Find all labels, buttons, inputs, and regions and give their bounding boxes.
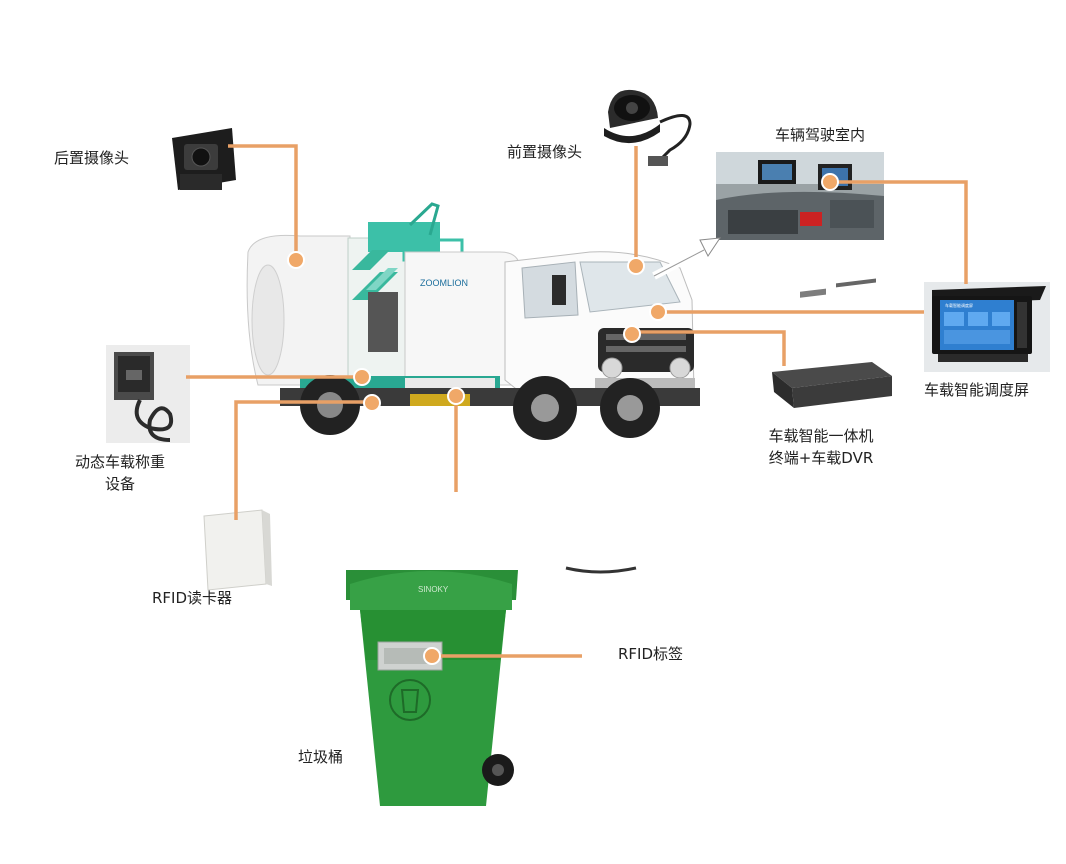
label-rfid-tag: RFID标签 — [618, 643, 683, 665]
dot-rear-camera — [288, 252, 304, 268]
bin-brand: SINOKY — [418, 585, 449, 594]
trash-bin-icon: SINOKY — [346, 570, 518, 806]
label-terminal-line1: 车载智能一体机 — [756, 425, 886, 447]
dot-weighing — [354, 369, 370, 385]
label-weighing-line1: 动态车载称重 — [60, 451, 180, 473]
weighing-sensor-icon — [106, 345, 190, 443]
label-rfid-reader: RFID读卡器 — [152, 587, 232, 609]
truck-brand: ZOOMLION — [420, 278, 468, 288]
label-dispatch-screen: 车载智能调度屏 — [924, 379, 1029, 401]
rear-camera-icon — [172, 128, 236, 190]
dot-bin-tag — [424, 648, 440, 664]
dot-cab-screen — [822, 174, 838, 190]
dot-dispatch-screen — [650, 304, 666, 320]
cab-interior-photo — [716, 152, 884, 240]
dot-front-camera — [628, 258, 644, 274]
dispatch-screen-icon: 车载智能调度屏 — [924, 282, 1050, 372]
label-weighing-line2: 设备 — [60, 473, 180, 495]
screen-title: 车载智能调度屏 — [945, 302, 973, 308]
label-terminal-line2: 终端+车载DVR — [756, 447, 886, 469]
shadow-mark — [566, 568, 636, 572]
label-trash-bin: 垃圾桶 — [298, 746, 343, 768]
front-camera-icon — [604, 90, 690, 166]
dot-terminal — [624, 326, 640, 342]
label-terminal-dvr: 车载智能一体机 终端+车载DVR — [756, 425, 886, 469]
dot-rfid-reader — [364, 395, 380, 411]
label-cab-interior: 车辆驾驶室内 — [775, 124, 865, 146]
label-weighing-device: 动态车载称重 设备 — [60, 451, 180, 495]
garbage-truck: ZOOMLION — [247, 204, 700, 440]
arrow-to-cab-icon — [654, 238, 720, 276]
terminal-dvr-icon — [772, 278, 892, 408]
label-rear-camera: 后置摄像头 — [54, 147, 129, 169]
label-front-camera: 前置摄像头 — [507, 141, 582, 163]
dot-rfid-tag — [448, 388, 464, 404]
rfid-reader-icon — [204, 510, 272, 590]
